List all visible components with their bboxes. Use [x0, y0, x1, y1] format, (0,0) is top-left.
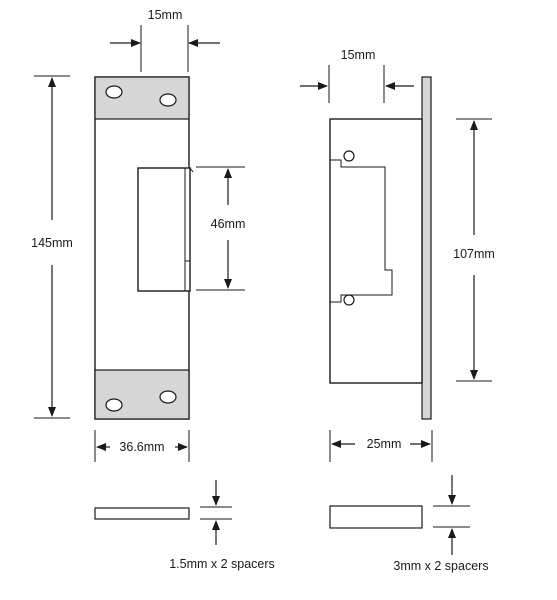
- side-body: [329, 118, 423, 384]
- front-hole-top-right: [159, 93, 177, 107]
- thin-spacer-label: 1.5mm x 2 spacers: [169, 557, 275, 571]
- front-top-width-label: 15mm: [148, 8, 183, 22]
- side-depth-label: 25mm: [367, 437, 402, 451]
- dim-side-height: 107mm: [453, 118, 495, 382]
- front-view: [94, 76, 194, 420]
- dim-side-top-width: 15mm: [300, 48, 414, 103]
- side-mechanism-profile: [330, 159, 393, 303]
- thin-spacer: 1.5mm x 2 spacers: [94, 480, 275, 571]
- front-width-label: 36.6mm: [119, 440, 164, 454]
- thick-spacer: 3mm x 2 spacers: [329, 475, 489, 573]
- front-keeper: [137, 167, 191, 292]
- thick-spacer-shape: [329, 505, 423, 529]
- side-pivot-bottom: [343, 294, 355, 306]
- side-height-label: 107mm: [453, 247, 495, 261]
- thin-spacer-shape: [94, 507, 190, 520]
- front-keeper-lip: [189, 167, 194, 173]
- side-faceplate-strip: [421, 76, 432, 420]
- side-pivot-top: [343, 150, 355, 162]
- dim-front-height: 145mm: [31, 75, 73, 419]
- front-hole-bottom-left: [105, 398, 123, 412]
- side-view: [329, 76, 432, 420]
- front-height-label: 145mm: [31, 236, 73, 250]
- dim-keeper-height: 46mm: [196, 166, 246, 291]
- dim-front-width: 36.6mm: [94, 430, 190, 462]
- front-hole-top-left: [105, 85, 123, 99]
- dim-front-top-width: 15mm: [110, 8, 220, 72]
- dim-side-depth: 25mm: [329, 430, 433, 462]
- front-hole-bottom-right: [159, 390, 177, 404]
- keeper-height-label: 46mm: [211, 217, 246, 231]
- thick-spacer-label: 3mm x 2 spacers: [393, 559, 488, 573]
- side-top-width-label: 15mm: [341, 48, 376, 62]
